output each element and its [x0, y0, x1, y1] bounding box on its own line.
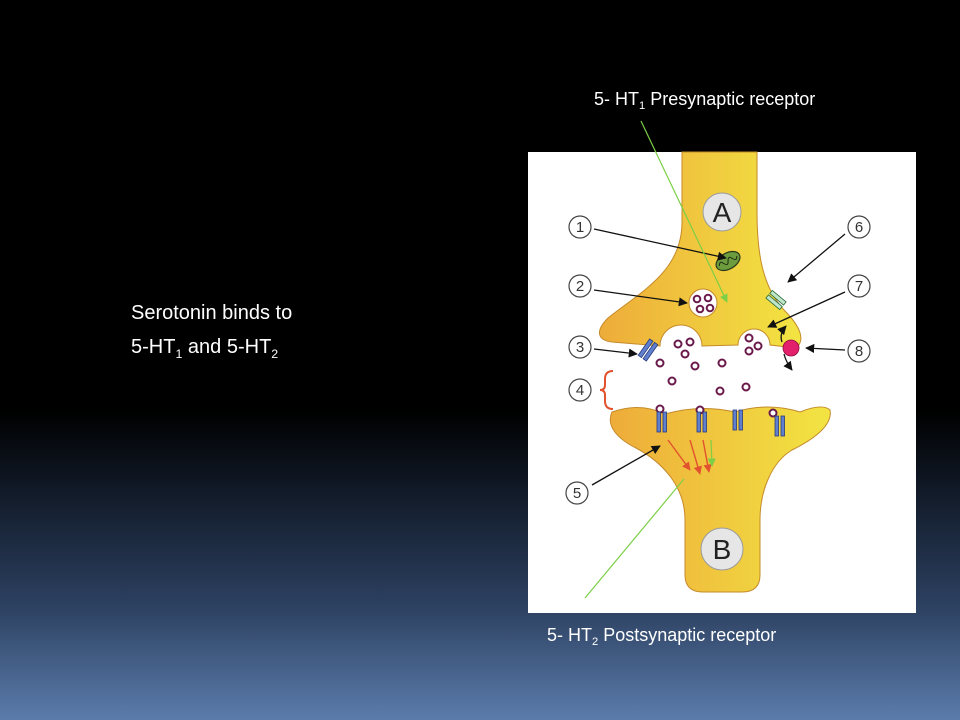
callout-6: 6 [847, 215, 871, 239]
reuptake-arrow [777, 325, 787, 343]
note-part-2: and 5-HT [182, 336, 272, 358]
callout-7: 7 [847, 274, 871, 298]
neuron-a-badge: A [702, 192, 742, 232]
callout-number: 3 [576, 339, 584, 356]
label-prefix: 5- HT [547, 625, 592, 645]
note-line-2: 5-HT1 and 5-HT2 [131, 330, 292, 366]
callout-number: 2 [576, 278, 584, 295]
callout-3: 3 [568, 335, 592, 359]
presynaptic-pointer-line [640, 120, 728, 303]
postsynaptic-receptor [702, 411, 707, 433]
callout-number: 7 [855, 278, 863, 295]
postsynaptic-receptor-label: 5- HT2 Postsynaptic receptor [547, 625, 776, 648]
postsynaptic-neuron [609, 406, 831, 593]
callout-arrow-5 [591, 445, 661, 486]
serotonin-molecule [753, 341, 763, 351]
postsynaptic-receptor [662, 411, 667, 433]
callout-number: 8 [855, 343, 863, 360]
serotonin-molecule [655, 404, 665, 414]
postsynaptic-receptor [732, 409, 737, 431]
postsynaptic-receptors [656, 409, 785, 437]
synaptic-cleft-bracket [599, 370, 614, 410]
callout-number: 4 [576, 382, 584, 399]
callout-arrow-3 [593, 348, 638, 358]
postsynaptic-receptor [656, 411, 661, 433]
presynaptic-neuron [599, 151, 802, 349]
callout-4: 4 [568, 378, 592, 402]
label-subscript: 1 [639, 100, 646, 113]
serotonin-molecule [655, 358, 665, 368]
callout-arrow-6 [787, 233, 846, 283]
label-subscript: 2 [592, 636, 599, 649]
serotonin-molecule [680, 349, 690, 359]
neuron-a-letter: A [713, 197, 732, 228]
serotonin-molecule [744, 333, 754, 343]
callout-2: 2 [568, 274, 592, 298]
signal-arrows [667, 439, 716, 475]
reuptake-arrow [783, 353, 793, 371]
neuron-b-badge: B [700, 527, 744, 571]
postsynaptic-pointer-line [584, 478, 685, 599]
postsynaptic-receptor [774, 415, 779, 437]
postsynaptic-receptor [696, 411, 701, 433]
note-line-1: Serotonin binds to [131, 302, 293, 324]
label-prefix: 5- HT [594, 89, 639, 109]
note-subscript-2: 2 [271, 346, 279, 361]
callout-8: 8 [847, 339, 871, 363]
serotonin-molecule [673, 339, 683, 349]
presynaptic-side-receptor [765, 289, 787, 311]
postsynaptic-receptor [738, 409, 743, 431]
label-suffix: Presynaptic receptor [645, 89, 816, 109]
callout-arrows [591, 228, 846, 486]
callout-arrow-8 [805, 343, 846, 353]
note-subscript-1: 1 [175, 346, 183, 361]
serotonin-molecule [685, 337, 695, 347]
label-suffix: Postsynaptic receptor [598, 625, 777, 645]
presynaptic-receptor-label: 5- HT1 Presynaptic receptor [594, 89, 815, 112]
postsynaptic-receptor [780, 415, 785, 437]
serotonin-molecule [744, 346, 754, 356]
callout-arrow-2 [593, 289, 688, 307]
serotonin-molecule [768, 408, 778, 418]
serotonin-molecule [715, 386, 725, 396]
callout-arrow-7 [767, 291, 846, 328]
serotonin-molecule [741, 382, 751, 392]
callout-5: 5 [565, 481, 589, 505]
callout-number: 1 [576, 219, 584, 236]
presynaptic-autoreceptor [637, 338, 659, 362]
callout-number: 6 [855, 219, 863, 236]
serotonin-molecule [690, 361, 700, 371]
neuron-b-letter: B [713, 534, 732, 565]
callout-number: 5 [573, 485, 581, 502]
serotonin-note: Serotonin binds to 5-HT1 and 5-HT2 [131, 296, 292, 366]
note-part-1: 5-HT [131, 336, 176, 358]
serotonin-molecule [667, 376, 677, 386]
vesicle-icon [688, 288, 718, 318]
reuptake-transporter [782, 339, 800, 357]
callout-1: 1 [568, 215, 592, 239]
serotonin-molecule [717, 358, 727, 368]
